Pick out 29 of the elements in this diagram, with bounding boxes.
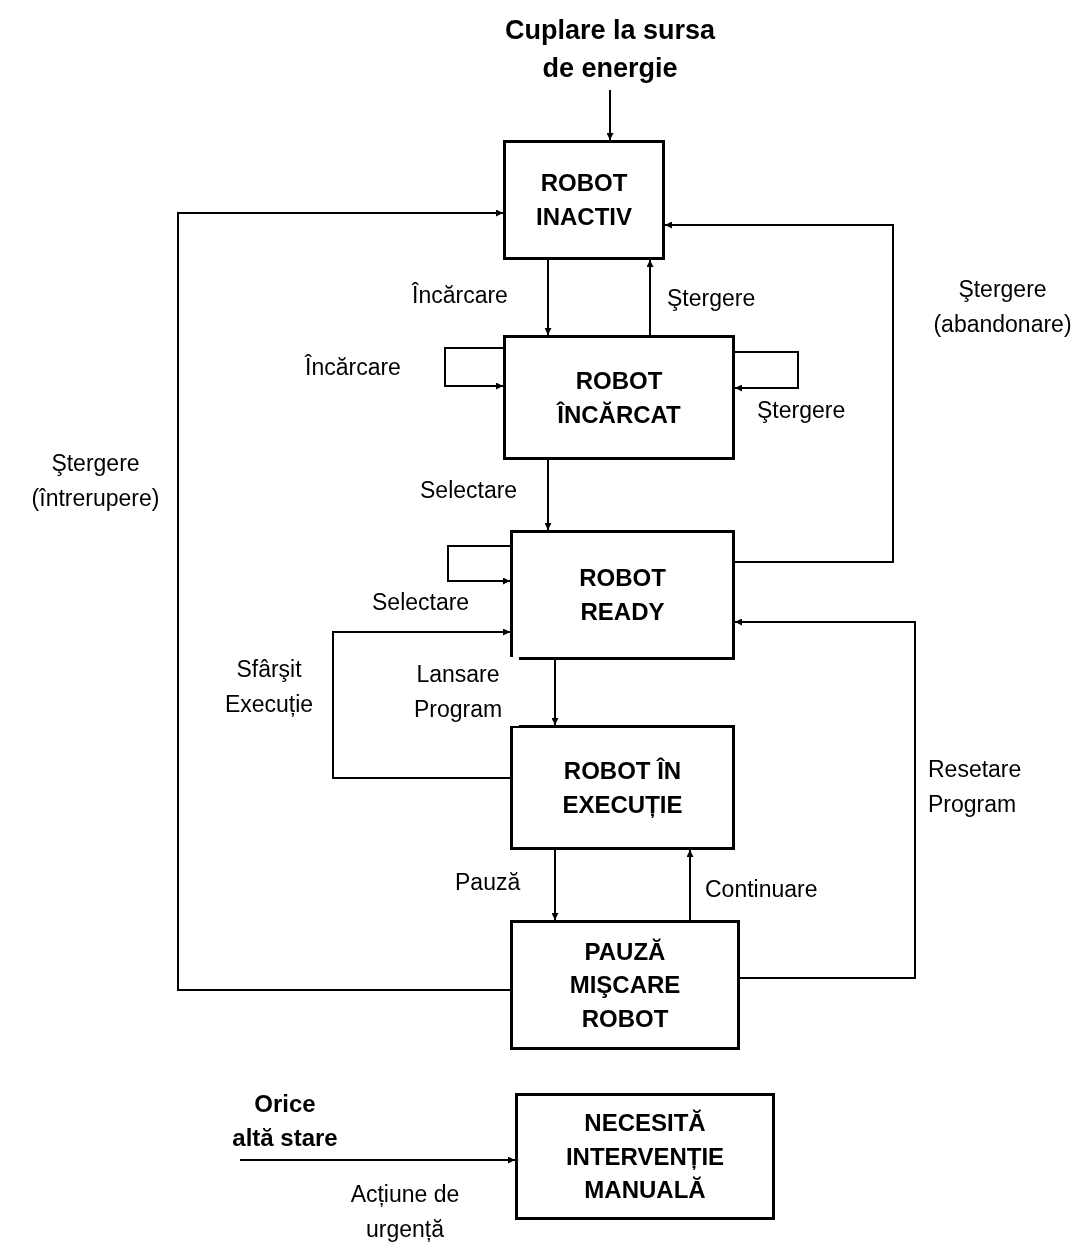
state-name: ROBOT ÎN EXECUȚIE <box>561 755 684 820</box>
arrow <box>177 209 511 991</box>
state-name: ROBOT ÎNCĂRCAT <box>555 365 682 430</box>
arrow <box>544 259 552 336</box>
state-box <box>515 1093 775 1220</box>
arrow <box>444 347 504 390</box>
arrow <box>544 459 552 531</box>
arrow <box>551 659 559 726</box>
arrow <box>551 849 559 921</box>
arrow <box>734 618 916 979</box>
state-box <box>510 530 735 660</box>
state-name: Orice altă stare <box>231 1089 339 1153</box>
state-box <box>510 725 735 850</box>
state-box <box>503 140 665 260</box>
state-name: NECESITĂ INTERVENȚIE MANUALĂ <box>564 1108 726 1206</box>
arrow <box>646 259 654 336</box>
state-name: ROBOT READY <box>578 563 667 627</box>
state-name: PAUZĂ MIŞCARE ROBOT <box>568 936 682 1034</box>
arrow <box>239 1156 516 1164</box>
state-box <box>510 920 740 1050</box>
state-box <box>503 335 735 460</box>
arrow <box>332 628 511 779</box>
state-name: ROBOT INACTIV <box>535 168 633 232</box>
arrow <box>734 351 799 392</box>
arrow <box>686 849 694 921</box>
arrow <box>606 89 614 141</box>
state-name: Cuplare la sursa de energie <box>503 14 717 85</box>
arrow <box>447 545 511 585</box>
arrow <box>664 221 894 563</box>
